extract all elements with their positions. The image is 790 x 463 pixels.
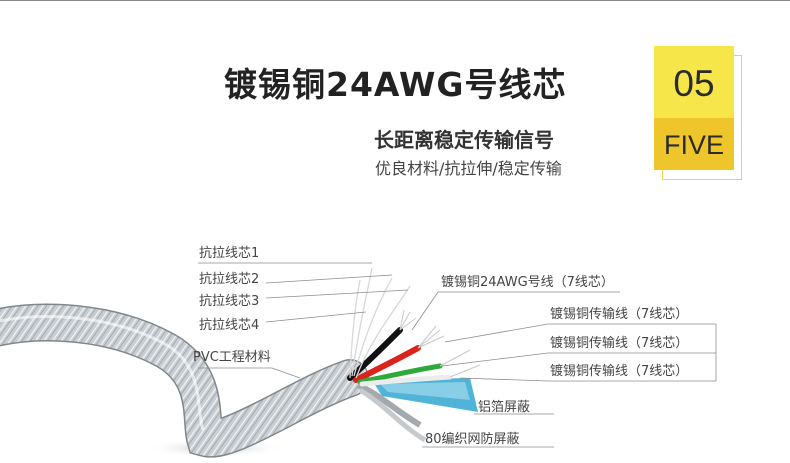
badge-word: FIVE: [654, 118, 734, 170]
white-conductor: [359, 374, 453, 387]
page-tagline: 优良材料/抗拉伸/稳定传输: [375, 159, 562, 178]
label-transmission-wire-1: 镀锡铜传输线（7线芯）: [550, 307, 689, 322]
braid-highlight: [0, 315, 205, 431]
frayed-braid: [356, 382, 422, 428]
label-tensile-core-3: 抗拉线芯3: [199, 294, 260, 309]
label-tinned-copper-wire: 镀锡铜24AWG号线（7线芯）: [441, 275, 614, 290]
leader-lines: [198, 262, 717, 448]
green-conductor: [357, 363, 443, 385]
label-tensile-core-2: 抗拉线芯2: [199, 272, 260, 287]
red-conductor: [353, 345, 421, 383]
page-subtitle: 长距离稳定传输信号: [374, 128, 554, 152]
tensile-fibers: [349, 267, 411, 379]
label-aluminum-foil-shield: 铝箔屏蔽: [478, 400, 531, 415]
frayed-braid-2: [358, 387, 427, 443]
label-braided-mesh-shield: 80编织网防屏蔽: [425, 432, 520, 447]
label-tensile-core-1: 抗拉线芯1: [199, 246, 260, 261]
label-transmission-wire-3: 镀锡铜传输线（7线芯）: [550, 364, 689, 379]
foil-shield-highlight: [380, 382, 470, 400]
braided-jacket: [0, 305, 368, 457]
label-transmission-wire-2: 镀锡铜传输线（7线芯）: [550, 336, 689, 351]
page-title: 镀锡铜24AWG号线芯: [224, 65, 567, 104]
top-divider: [0, 0, 790, 1]
badge-number: 05: [654, 46, 734, 118]
label-pvc-material: PVC工程材料: [193, 350, 271, 365]
exposed-strands: [399, 309, 481, 378]
label-tensile-core-4: 抗拉线芯4: [199, 318, 260, 333]
